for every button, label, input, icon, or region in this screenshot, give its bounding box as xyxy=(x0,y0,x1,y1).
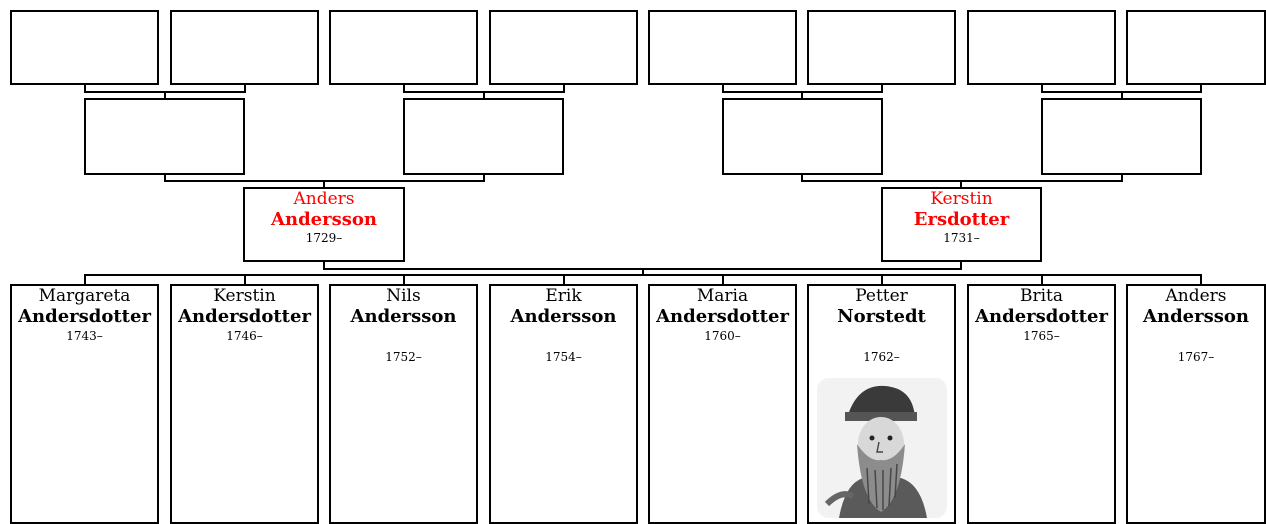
person-years: 1731– xyxy=(883,231,1040,245)
child-box-3[interactable]: Nils Andersson 1752– xyxy=(329,284,478,524)
great-grandparent-box-1[interactable] xyxy=(10,10,159,85)
portrait-photo[interactable] xyxy=(817,378,947,518)
connector-line xyxy=(801,180,1123,182)
child-box-7[interactable]: Brita Andersdotter 1765– xyxy=(967,284,1116,524)
great-grandparent-box-4[interactable] xyxy=(489,10,638,85)
connector-line xyxy=(403,274,405,284)
grandparent-box-3[interactable] xyxy=(722,98,883,175)
child-box-8[interactable]: Anders Andersson 1767– xyxy=(1126,284,1266,524)
person-years: 1743– xyxy=(12,329,157,343)
person-given-name: Margareta xyxy=(12,287,157,306)
person-surname: Andersson xyxy=(491,306,636,327)
person-surname: Andersson xyxy=(1128,306,1264,327)
portrait-engraving-icon xyxy=(817,378,947,518)
person-given-name: Nils xyxy=(331,287,476,306)
person-surname: Ersdotter xyxy=(883,209,1040,230)
child-box-4[interactable]: Erik Andersson 1754– xyxy=(489,284,638,524)
great-grandparent-box-8[interactable] xyxy=(1126,10,1266,85)
person-given-name: Anders xyxy=(1128,287,1264,306)
great-grandparent-box-7[interactable] xyxy=(967,10,1116,85)
connector-line xyxy=(84,274,86,284)
person-surname: Andersdotter xyxy=(172,306,317,327)
person-years: 1762– xyxy=(809,350,954,364)
person-given-name: Petter xyxy=(809,287,954,306)
connector-line xyxy=(1121,91,1123,98)
person-years: 1729– xyxy=(245,231,403,245)
person-surname: Norstedt xyxy=(809,306,954,327)
connector-line xyxy=(84,274,1202,276)
connector-line xyxy=(722,274,724,284)
person-years: 1765– xyxy=(969,329,1114,343)
person-years: 1754– xyxy=(491,350,636,364)
child-box-6[interactable]: Petter Norstedt 1762– xyxy=(807,284,956,524)
person-surname: Andersdotter xyxy=(650,306,795,327)
great-grandparent-box-6[interactable] xyxy=(807,10,956,85)
parent-father-box[interactable]: Anders Andersson 1729– xyxy=(243,187,405,262)
connector-line xyxy=(563,274,565,284)
connector-line xyxy=(244,274,246,284)
person-surname: Andersdotter xyxy=(969,306,1114,327)
child-box-1[interactable]: Margareta Andersdotter 1743– xyxy=(10,284,159,524)
great-grandparent-box-5[interactable] xyxy=(648,10,797,85)
grandparent-box-1[interactable] xyxy=(84,98,245,175)
great-grandparent-box-3[interactable] xyxy=(329,10,478,85)
person-years: 1752– xyxy=(331,350,476,364)
great-grandparent-box-2[interactable] xyxy=(170,10,319,85)
person-years: 1760– xyxy=(650,329,795,343)
grandparent-box-2[interactable] xyxy=(403,98,564,175)
child-box-2[interactable]: Kerstin Andersdotter 1746– xyxy=(170,284,319,524)
grandparent-box-4[interactable] xyxy=(1041,98,1202,175)
connector-line xyxy=(881,274,883,284)
connector-line xyxy=(483,91,485,98)
person-given-name: Kerstin xyxy=(172,287,317,306)
connector-line xyxy=(323,180,325,187)
person-years: 1746– xyxy=(172,329,317,343)
parent-mother-box[interactable]: Kerstin Ersdotter 1731– xyxy=(881,187,1042,262)
person-given-name: Anders xyxy=(245,190,403,209)
person-surname: Andersson xyxy=(245,209,403,230)
child-box-5[interactable]: Maria Andersdotter 1760– xyxy=(648,284,797,524)
connector-line xyxy=(164,91,166,98)
person-given-name: Kerstin xyxy=(883,190,1040,209)
connector-line xyxy=(801,91,803,98)
connector-line xyxy=(960,180,962,187)
connector-line xyxy=(1200,274,1202,284)
person-given-name: Maria xyxy=(650,287,795,306)
person-given-name: Brita xyxy=(969,287,1114,306)
person-years: 1767– xyxy=(1128,350,1264,364)
person-surname: Andersson xyxy=(331,306,476,327)
person-surname: Andersdotter xyxy=(12,306,157,327)
person-given-name: Erik xyxy=(491,287,636,306)
connector-line xyxy=(1041,274,1043,284)
